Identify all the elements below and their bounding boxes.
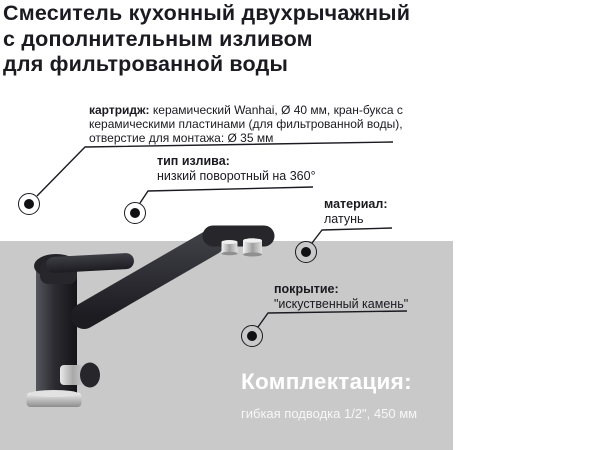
package-text: гибкая подводка 1/2", 450 мм xyxy=(241,406,418,421)
callout-spout-type: тип излива: низкий поворотный на 360° xyxy=(157,154,316,183)
callout-coating: покрытие: "искуственный камень" xyxy=(274,282,408,311)
callout-cartridge: картридж: керамический Wanhai, Ø 40 мм, … xyxy=(89,103,413,145)
callout-coating-label: покрытие: xyxy=(274,282,339,296)
callout-dot-cartridge xyxy=(18,193,40,215)
callout-material-text: латунь xyxy=(324,211,364,226)
callout-dot-coating xyxy=(241,325,263,347)
callout-material: материал: латунь xyxy=(324,197,387,226)
package-heading: Комплектация: xyxy=(241,369,412,394)
callout-dot-material xyxy=(295,241,317,263)
package-contents: Комплектация: гибкая подводка 1/2", 450 … xyxy=(241,369,417,421)
callout-coating-text: "искуственный камень" xyxy=(274,296,409,311)
callout-cartridge-label: картридж: xyxy=(89,103,150,117)
callout-material-label: материал: xyxy=(324,197,388,211)
callout-cartridge-text: керамический Wanhai, Ø 40 мм, кран-букса… xyxy=(89,103,403,145)
callout-dot-spout-type xyxy=(124,202,146,224)
page-title: Смеситель кухонный двухрычажный с дополн… xyxy=(3,1,411,77)
callout-spout-type-text: низкий поворотный на 360° xyxy=(157,168,316,183)
callout-spout-type-label: тип излива: xyxy=(157,154,230,168)
